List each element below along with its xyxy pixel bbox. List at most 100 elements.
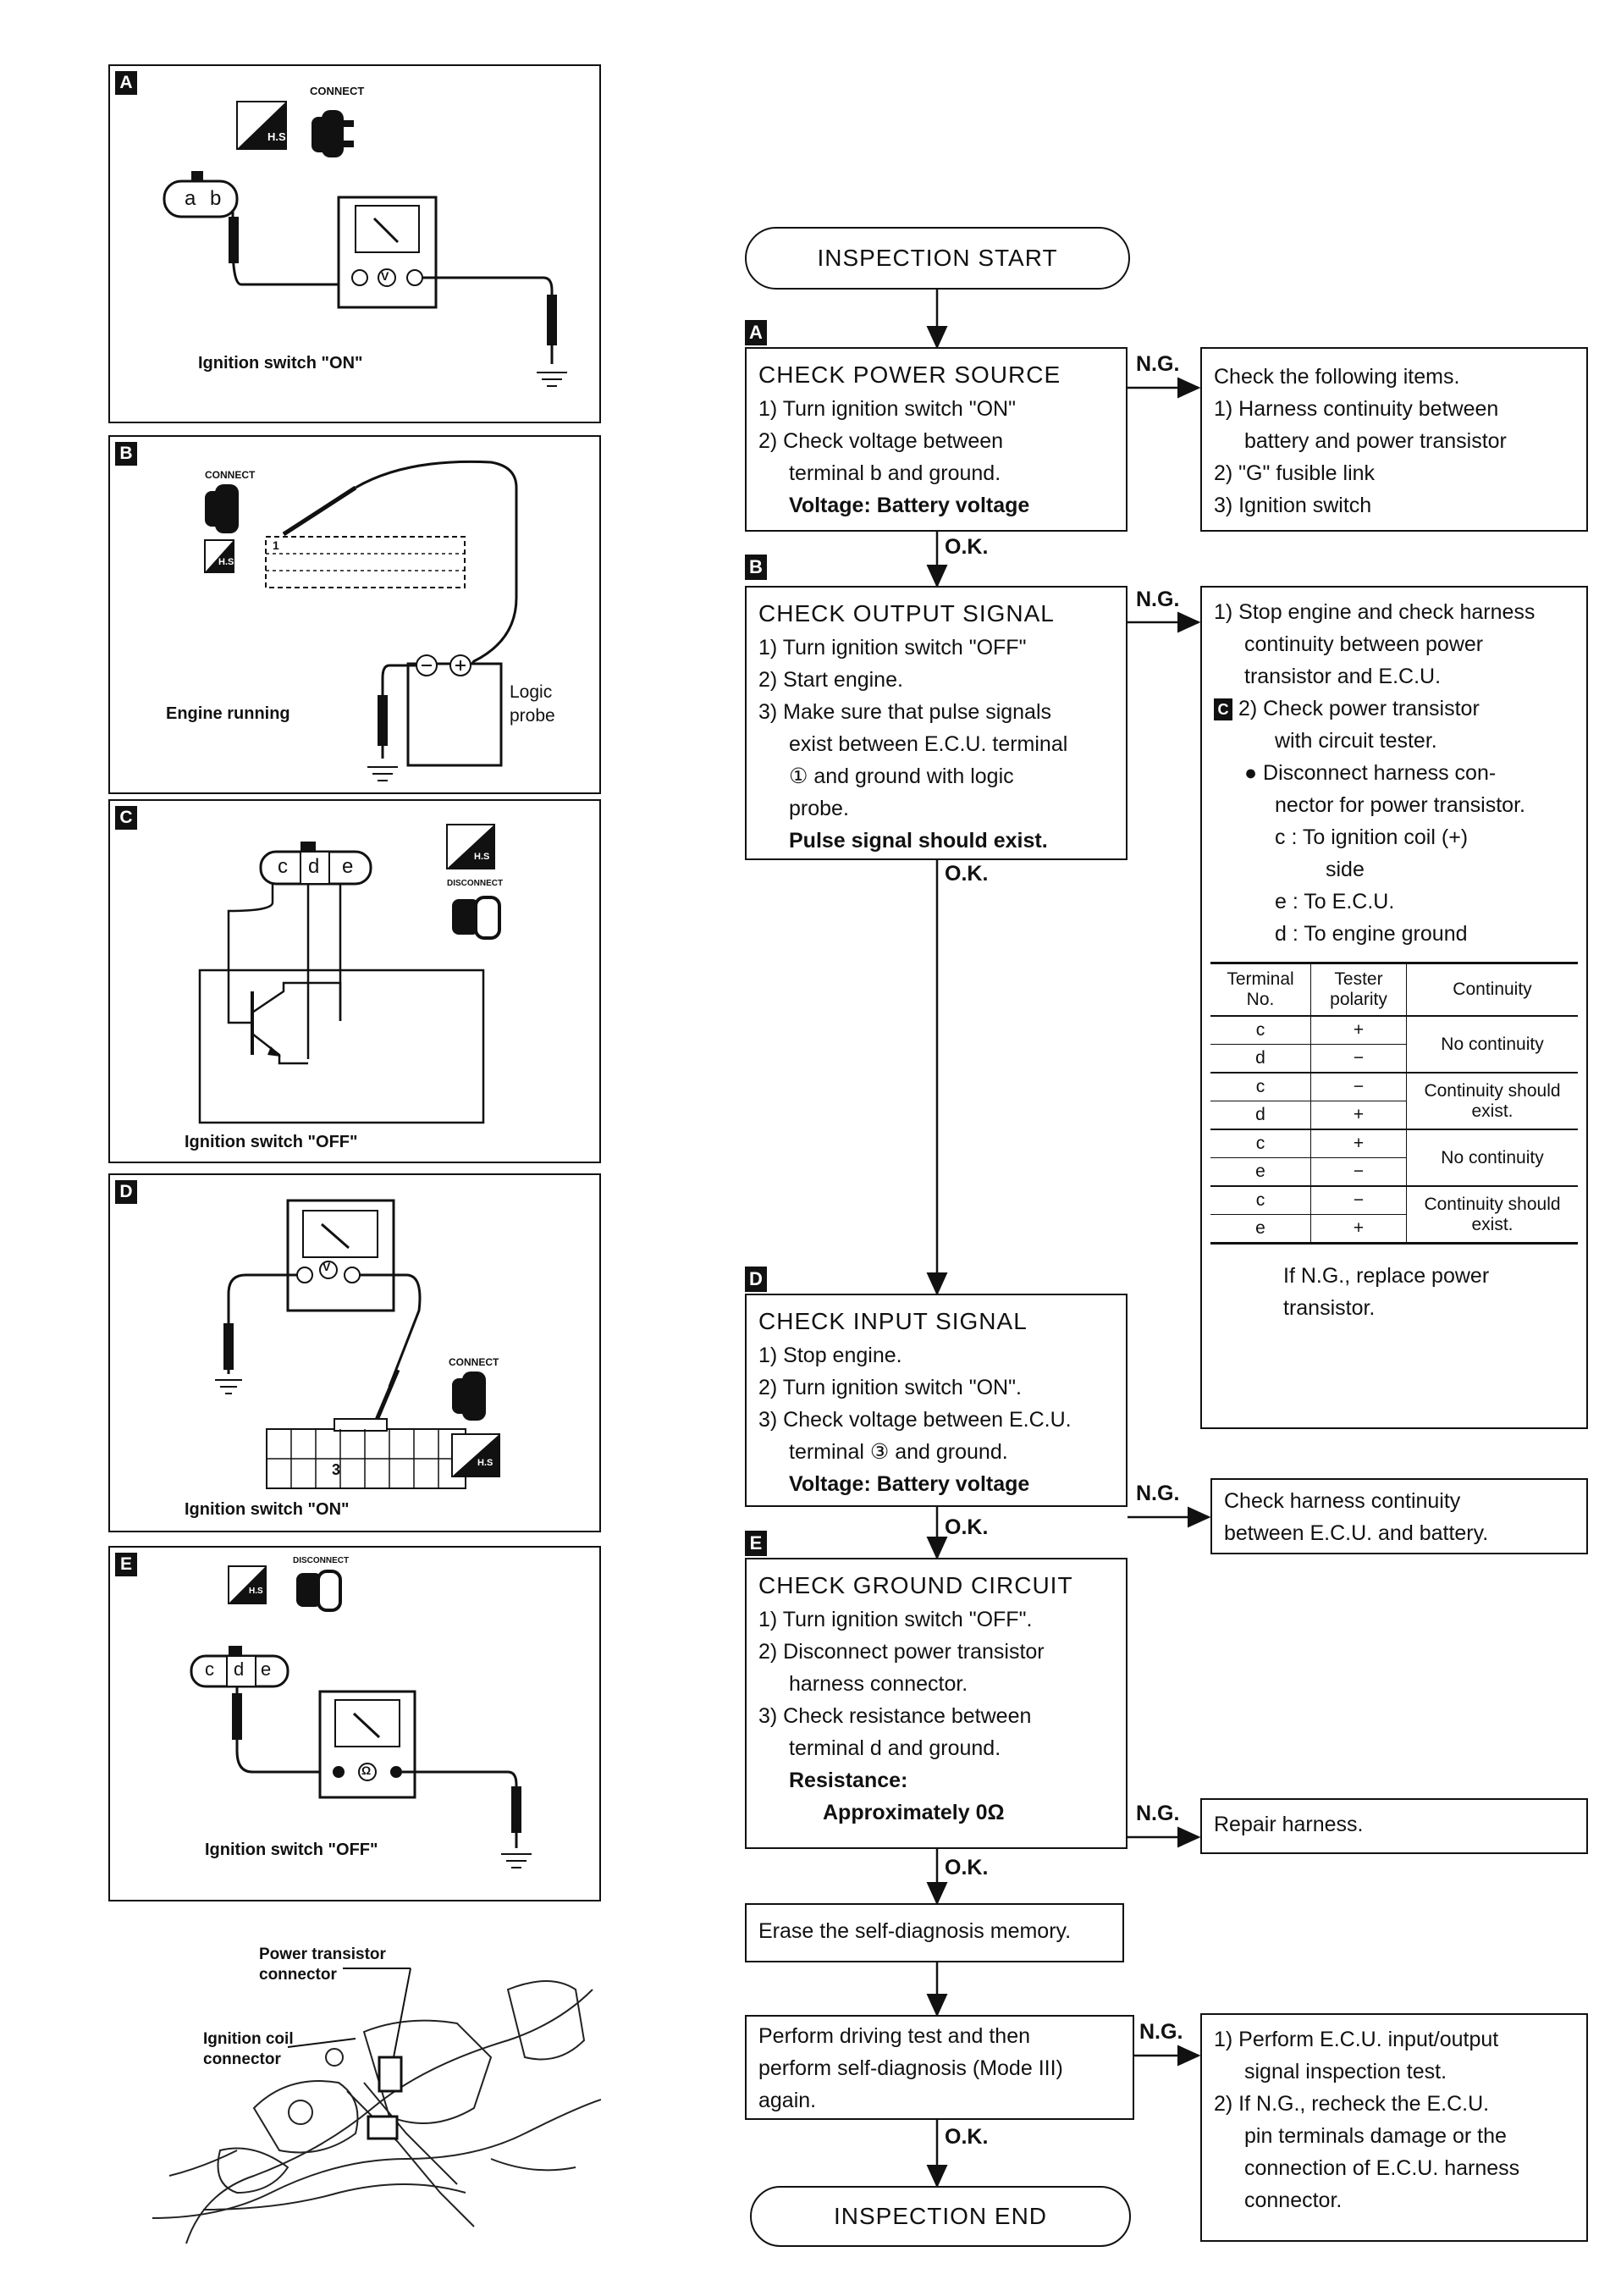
ng-ground-line-1: Repair harness. (1214, 1813, 1364, 1836)
panel-c-term-d: d (308, 855, 320, 878)
ng-output-line-9: side (1326, 858, 1365, 881)
ng-input-line-1: Check harness continuity (1224, 1489, 1461, 1513)
erase-memory-box: Erase the self-diagnosis memory. (745, 1903, 1124, 1962)
row-3-pol-1: + (1310, 1129, 1407, 1158)
panel-e-meter: Ω (361, 1763, 372, 1777)
panel-d-caption: Ignition switch "ON" (185, 1500, 350, 1519)
panel-a-meter: V (381, 269, 389, 283)
panel-b-probe-1: Logic (510, 682, 553, 702)
ng-drive-line-1: 1) Perform E.C.U. input/output (1214, 2028, 1499, 2051)
step-output-line-2: 2) Start engine. (758, 668, 903, 692)
drive-line-3: again. (758, 2089, 817, 2112)
step-power-tag: A (745, 320, 767, 345)
ng-power-box: Check the following items. 1) Harness co… (1200, 347, 1588, 532)
continuity-table: Terminal No. Tester polarity Continuity … (1210, 962, 1578, 1245)
ng-label-power: N.G. (1136, 352, 1180, 376)
step-ground-line-2: 2) Disconnect power transistor (758, 1640, 1045, 1664)
ng-input-box: Check harness continuity between E.C.U. … (1210, 1478, 1588, 1554)
ng-label-ground: N.G. (1136, 1802, 1180, 1825)
step-ground-line-4: 3) Check resistance between (758, 1704, 1032, 1728)
row-2-term-1: c (1210, 1073, 1311, 1101)
photo-ignition-coil-label-1: Ignition coil (203, 2030, 294, 2048)
ng-input-line-2: between E.C.U. and battery. (1224, 1521, 1489, 1545)
panel-c: C c d e H.S DISCONNECT Ignition switch "… (108, 799, 601, 1163)
ng-output-line-2: continuity between power (1244, 632, 1484, 656)
erase-line-1: Erase the self-diagnosis memory. (758, 1919, 1072, 1943)
ok-label-input: O.K. (945, 1515, 989, 1539)
ng-label-drive: N.G. (1139, 2020, 1183, 2044)
panel-e-disconnect: DISCONNECT (293, 1556, 350, 1565)
panel-d: D V 3 CONNECT H.S Ignition switch "ON" (108, 1173, 601, 1532)
row-2-result: Continuity should exist. (1424, 1080, 1561, 1121)
panel-e-term-c: c (205, 1659, 214, 1680)
row-4-pol-1: − (1310, 1186, 1407, 1215)
panel-e-hs: H.S (249, 1587, 263, 1596)
ng-output-line-6: ● Disconnect harness con- (1244, 761, 1497, 785)
row-1-pol-1: + (1310, 1016, 1407, 1045)
panel-c-drawing (198, 824, 501, 1124)
panel-e-caption: Ignition switch "OFF" (205, 1841, 378, 1859)
step-output-line-5: ① and ground with logic (789, 764, 1014, 788)
step-ground-line-3: harness connector. (789, 1672, 968, 1696)
ng-output-box: 1) Stop engine and check harness continu… (1200, 586, 1588, 1429)
row-3-term-1: c (1210, 1129, 1311, 1158)
table-row: e + (1210, 1214, 1578, 1244)
step-ground-result-2: Approximately 0Ω (823, 1801, 1005, 1824)
ng-output-line-7: nector for power transistor. (1275, 793, 1525, 817)
step-check-ground-circuit: CHECK GROUND CIRCUIT 1) Turn ignition sw… (745, 1558, 1128, 1849)
row-2-term-2: d (1210, 1101, 1311, 1129)
row-2-pol-2: + (1310, 1101, 1407, 1129)
photo-power-transistor-label-1: Power transistor (259, 1946, 386, 1963)
panel-a-drawing (163, 101, 567, 387)
panel-c-term-c: c (278, 855, 288, 878)
step-input-line-1: 1) Stop engine. (758, 1344, 902, 1367)
step-output-line-3: 3) Make sure that pulse signals (758, 700, 1052, 724)
panel-d-meter: V (323, 1260, 331, 1273)
step-power-line-3: terminal b and ground. (789, 461, 1001, 485)
col-terminal-no: Terminal No. (1210, 963, 1311, 1016)
panel-c-caption: Ignition switch "OFF" (185, 1133, 358, 1151)
step-input-line-4: terminal ③ and ground. (789, 1440, 1008, 1464)
step-power-result: Voltage: Battery voltage (789, 494, 1030, 517)
ng-output-line-8: c : To ignition coil (+) (1275, 825, 1469, 849)
ok-label-drive: O.K. (945, 2125, 989, 2149)
row-2-pol-1: − (1310, 1073, 1407, 1101)
row-4-result: Continuity should exist. (1424, 1194, 1561, 1234)
panel-a-connect: CONNECT (310, 85, 365, 97)
panel-b-tag: B (115, 442, 137, 466)
ng-drive-line-5: connection of E.C.U. harness (1244, 2156, 1520, 2180)
table-row: c + No continuity (1210, 1016, 1578, 1054)
step-power-line-2: 2) Check voltage between (758, 429, 1004, 453)
col-tester-polarity: Tester polarity (1310, 963, 1407, 1016)
table-row: c − Continuity should exist. (1210, 1186, 1578, 1234)
ng-label-output: N.G. (1136, 588, 1180, 611)
step-check-power-source: CHECK POWER SOURCE 1) Turn ignition swit… (745, 347, 1128, 532)
ng-drive-box: 1) Perform E.C.U. input/output signal in… (1200, 2013, 1588, 2242)
step-ground-line-1: 1) Turn ignition switch "OFF". (758, 1608, 1033, 1631)
panel-e: E H.S DISCONNECT c d e Ω Ignition switch… (108, 1546, 601, 1901)
photo-ignition-coil-label-2: connector (203, 2050, 281, 2068)
ng-drive-line-4: pin terminals damage or the (1244, 2124, 1507, 2148)
panel-d-hs: H.S (477, 1458, 493, 1468)
panel-d-tag: D (115, 1180, 137, 1204)
panel-b: B CONNECT H.S 1 Logic probe Engine runni… (108, 435, 601, 794)
step-input-line-2: 2) Turn ignition switch "ON". (758, 1376, 1022, 1399)
panel-e-term-d: d (234, 1659, 245, 1680)
panel-d-drawing (215, 1199, 500, 1489)
row-4-term-2: e (1210, 1214, 1311, 1244)
engine-bay-drawing (152, 1968, 601, 2244)
ok-label-output: O.K. (945, 862, 989, 886)
step-input-tag: D (745, 1267, 767, 1292)
ng-output-line-4: 2) Check power transistor (1238, 697, 1480, 720)
table-row: e − (1210, 1157, 1578, 1186)
driving-test-box: Perform driving test and then perform se… (745, 2015, 1134, 2120)
row-1-result: No continuity (1441, 1034, 1544, 1054)
panel-c-hs: H.S (474, 852, 490, 862)
step-ground-tag: E (745, 1531, 767, 1556)
panel-c-disconnect: DISCONNECT (447, 879, 504, 888)
row-3-pol-2: − (1310, 1157, 1407, 1186)
step-output-result: Pulse signal should exist. (789, 829, 1048, 853)
drive-line-2: perform self-diagnosis (Mode III) (758, 2056, 1063, 2080)
step-output-tag: B (745, 555, 767, 580)
ok-label-ground: O.K. (945, 1856, 989, 1879)
